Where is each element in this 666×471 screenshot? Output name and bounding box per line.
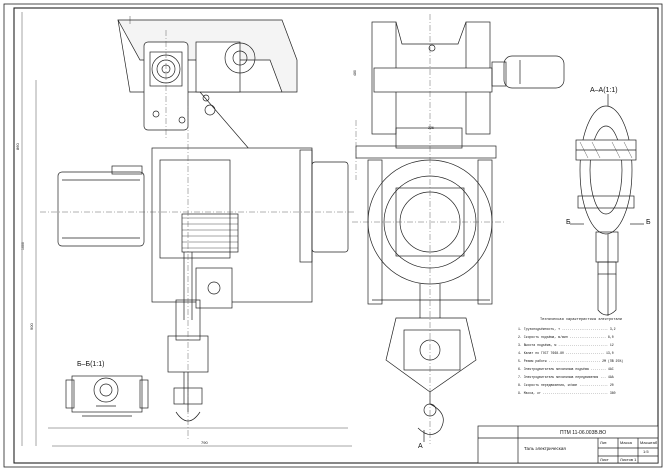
- notes-line: 3. Высота подъёма, м ...................…: [518, 343, 614, 347]
- notes-line: 7. Электродвигатель механизма передвижен…: [518, 375, 614, 379]
- title-block-sheets: Листов 1: [620, 457, 637, 462]
- dim-top-2: 1000: [21, 242, 25, 250]
- dim-overall-width: 790: [201, 440, 208, 445]
- document-code: ПТМ 11-06.003В.ВО: [560, 430, 606, 436]
- title-block: [477, 425, 659, 464]
- notes-line: 6. Электродвигатель механизма подъёма ..…: [518, 367, 614, 371]
- notes-line: 8. Скорость передвижения, м/мин ........…: [518, 383, 614, 387]
- dim-left-height: 900: [29, 323, 34, 330]
- front-view-dimensions: [21, 12, 352, 447]
- cut-mark-a: А: [418, 443, 423, 450]
- dim-top-1: 480: [353, 70, 357, 76]
- drawing-title: Таль электрическая: [524, 446, 566, 451]
- section-aa-view: [570, 94, 644, 316]
- notes-line: 9. Масса, кг ...........................…: [518, 391, 616, 395]
- section-bb-label: Б–Б(1:1): [77, 361, 104, 368]
- sheet-outer-frame: [3, 3, 663, 468]
- cut-mark-b-right: Б: [646, 219, 651, 226]
- section-aa-label: А–А(1:1): [590, 87, 618, 94]
- notes-line: 1. Грузоподъёмность, т .................…: [518, 327, 616, 331]
- title-block-lit: Лит.: [600, 440, 607, 445]
- sheet-inner-frame: [13, 7, 659, 464]
- notes-line: 5. Режим работы ........................…: [518, 359, 623, 363]
- cut-mark-b-left: Б: [566, 219, 571, 226]
- side-view: [352, 14, 565, 444]
- technical-notes: Техническая характеристика электротали 1…: [518, 318, 623, 395]
- front-view: [40, 19, 356, 440]
- title-block-scale: Масштаб: [640, 440, 658, 445]
- section-bb-view: [65, 375, 149, 417]
- title-block-mass: Масса: [620, 440, 633, 445]
- notes-line: 4. Канат по ГОСТ 7668-80 ...............…: [518, 351, 614, 355]
- title-block-scale-value: 1:5: [643, 449, 649, 454]
- dim-rail: 226: [428, 126, 434, 130]
- notes-heading: Техническая характеристика электротали: [540, 318, 622, 322]
- notes-line: 2. Скорость подъёма, м/мин .............…: [518, 335, 614, 339]
- title-block-sheet: Лист: [600, 457, 609, 462]
- dim-overall-height: 860: [15, 143, 20, 150]
